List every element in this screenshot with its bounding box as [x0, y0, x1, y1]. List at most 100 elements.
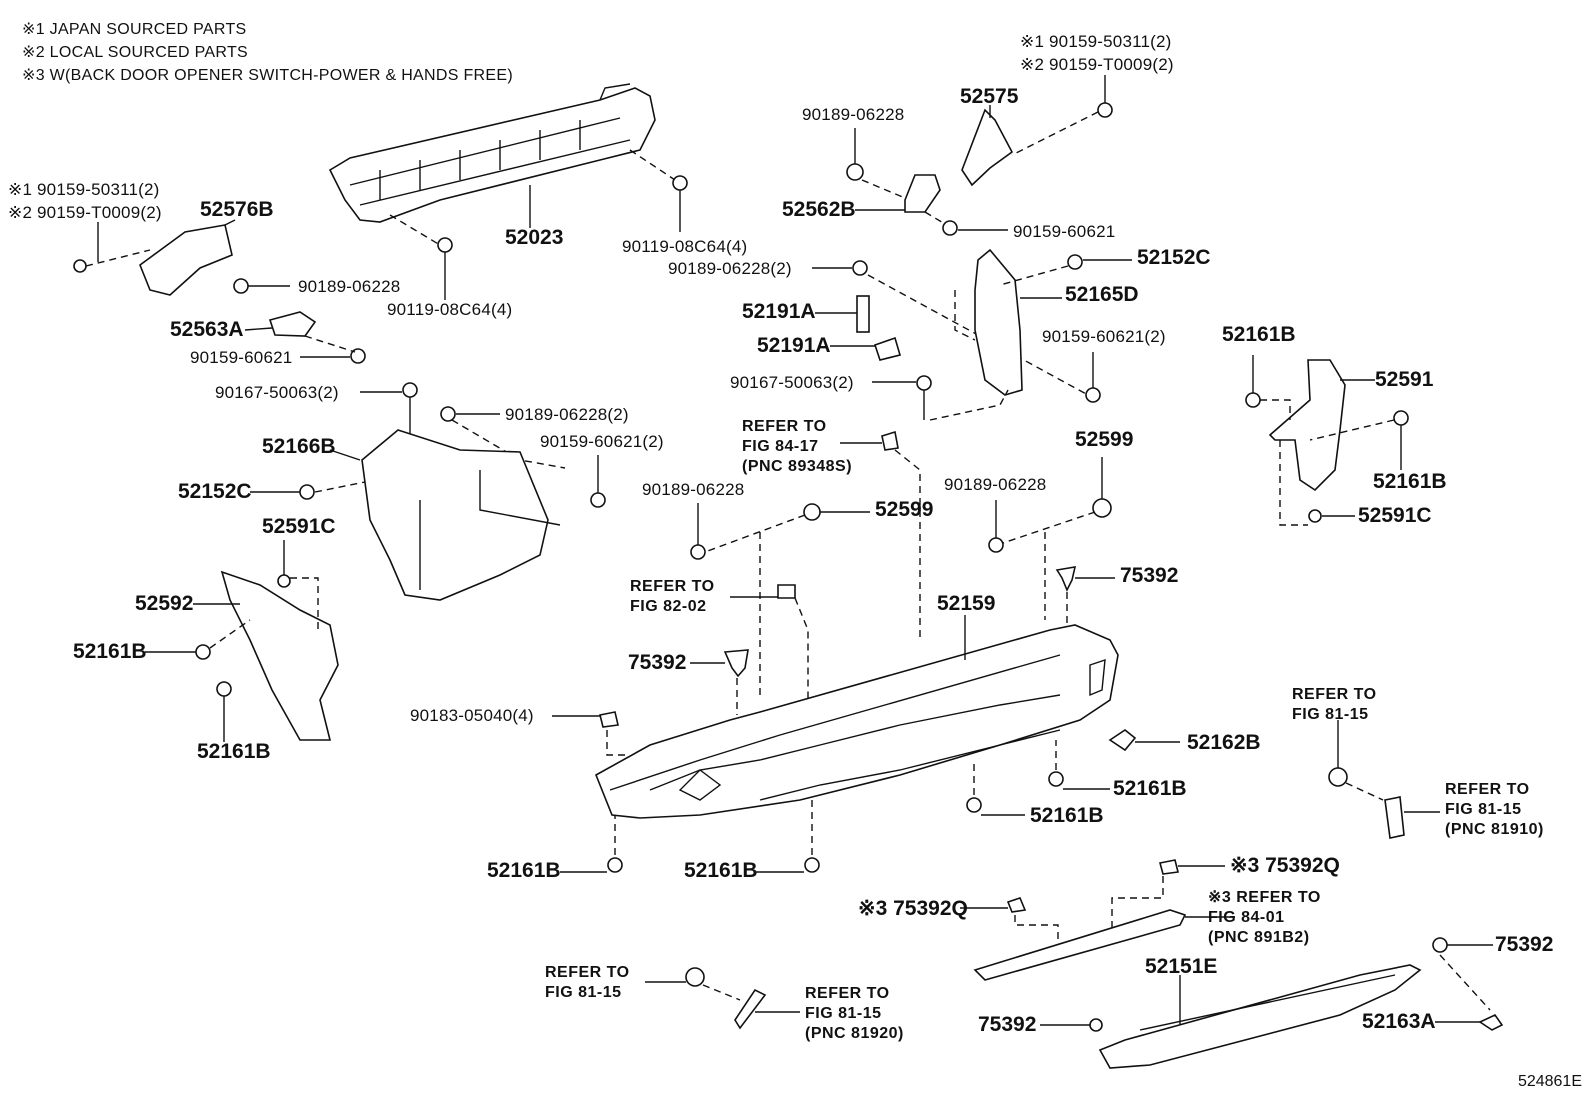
label-52592: 52592 — [135, 592, 194, 615]
clip-52599b — [1092, 498, 1112, 518]
garnish-52151E — [1098, 964, 1422, 1069]
label-90119b: 90119-08C64(4) — [622, 237, 748, 256]
bolt-90119b — [672, 175, 688, 232]
retainer-75392b — [723, 649, 749, 678]
clip-52599a — [803, 503, 821, 521]
label-75392a: 75392 — [1120, 564, 1179, 587]
bracket-52165D — [974, 248, 1023, 396]
bumper-reinforcement-52023 — [328, 83, 656, 223]
ref-fig-84-17: REFER TO FIG 84-17 (PNC 89348S) — [742, 418, 853, 475]
clip-90189b — [440, 406, 456, 422]
leader-52576B — [224, 219, 236, 226]
label-75392d: 75392 — [1495, 933, 1554, 956]
label-52599a: 52599 — [875, 498, 934, 521]
switch-75392Q-b — [1159, 859, 1179, 875]
ref-fig-81-15-pnc-81910: REFER TO FIG 81-15 (PNC 81910) — [1445, 781, 1544, 838]
bolt-90167b — [916, 375, 932, 420]
nut-52591Cb — [1308, 509, 1322, 523]
clip-52161Bd — [966, 797, 982, 813]
label-52161Be: 52161B — [487, 859, 561, 882]
retainer-75392a — [1055, 566, 1077, 592]
label-52591Cb: 52591C — [1358, 504, 1432, 527]
label-90159a: 90159-60621 — [190, 348, 293, 367]
retainer-52563A — [268, 311, 317, 337]
label-52599b: 52599 — [1075, 428, 1134, 451]
extension-52592 — [220, 570, 339, 741]
label-52161Bb: 52161B — [197, 740, 271, 763]
label-90189a: 90189-06228 — [298, 277, 401, 296]
label-90189b: 90189-06228(2) — [505, 405, 629, 424]
label-90189c: 90189-06228 — [802, 105, 905, 124]
ref-fig-81-15-a: REFER TO FIG 81-15 — [1292, 686, 1377, 723]
bracket-52575 — [961, 108, 1014, 187]
ref-fig-81-15-pnc-81920: REFER TO FIG 81-15 (PNC 81920) — [805, 985, 904, 1042]
label-90189e: 90189-06228 — [642, 480, 745, 499]
ref-fig-81-15-b: REFER TO FIG 81-15 — [545, 964, 630, 1001]
note-japan: ※1 JAPAN SOURCED PARTS — [22, 21, 247, 38]
label-90189d: 90189-06228(2) — [668, 259, 792, 278]
label-52562B: 52562B — [782, 198, 856, 221]
label-52151E: 52151E — [1145, 955, 1218, 978]
label-52159: 52159 — [937, 592, 996, 615]
label-90119a: 90119-08C64(4) — [387, 300, 513, 319]
clip-90189c — [846, 163, 864, 181]
label-L1: ※1 90159-50311(2) — [8, 180, 160, 199]
label-90159b: 90159-60621(2) — [540, 432, 664, 451]
switch-ref-891B2 — [973, 909, 1187, 981]
label-52165D: 52165D — [1065, 283, 1139, 306]
label-75392Qa: ※3 75392Q — [858, 897, 968, 920]
bolt-90167a — [402, 382, 418, 440]
label-52163A: 52163A — [1362, 1010, 1436, 1033]
connector-ref-8934 — [881, 430, 899, 451]
clip-52152Ca — [299, 484, 315, 500]
label-L2: ※2 90159-T0009(2) — [8, 203, 162, 222]
bolt-90159c — [942, 220, 958, 236]
label-90167a: 90167-50063(2) — [215, 383, 339, 402]
bolt-90159b — [590, 492, 606, 508]
label-75392b: 75392 — [628, 651, 687, 674]
clip-52161Bc — [1048, 771, 1064, 787]
label-90183: 90183-05040(4) — [410, 706, 534, 725]
retainer-75392c — [1089, 1018, 1103, 1032]
clip-52161Ba — [195, 644, 211, 660]
clamp-ref-8202 — [777, 584, 796, 599]
bolt-90159-left — [73, 259, 87, 273]
legend-notes: ※1 JAPAN SOURCED PARTS ※2 LOCAL SOURCED … — [22, 18, 513, 87]
clip-90189f — [988, 537, 1004, 553]
bolt-90119a — [437, 237, 453, 300]
note-switch: ※3 W(BACK DOOR OPENER SWITCH-POWER & HAN… — [22, 67, 513, 84]
cap-52162B — [1108, 729, 1137, 752]
clip-52163A — [1478, 1013, 1504, 1031]
label-52161Ba: 52161B — [73, 640, 147, 663]
clip-90189a — [233, 278, 249, 294]
label-52576B: 52576B — [200, 198, 274, 221]
leader-90119a — [389, 214, 441, 246]
clip-52161B-r2 — [1393, 410, 1409, 426]
socket-ref-8115a — [1328, 767, 1348, 787]
label-52591Ca: 52591C — [262, 515, 336, 538]
note-local: ※2 LOCAL SOURCED PARTS — [22, 44, 248, 61]
leader-90119b — [629, 149, 676, 181]
label-52166B: 52166B — [262, 435, 336, 458]
label-75392Qb: ※3 75392Q — [1230, 854, 1340, 877]
bracket-52166B — [361, 429, 561, 601]
label-52575: 52575 — [960, 85, 1019, 108]
reflector-ref-81920 — [734, 988, 767, 1030]
leader-bolt-left — [85, 249, 151, 267]
ref-fig-82-02: REFER TO FIG 82-02 — [630, 578, 715, 615]
label-R2: ※2 90159-T0009(2) — [1020, 55, 1174, 74]
pad-52191A-a — [856, 295, 870, 333]
nut-90183 — [599, 711, 619, 728]
label-90167b: 90167-50063(2) — [730, 373, 854, 392]
label-52191Aa: 52191A — [742, 300, 816, 323]
clip-52161B-r1 — [1245, 392, 1261, 408]
clip-52161Bf — [804, 857, 820, 873]
label-75392c: 75392 — [978, 1013, 1037, 1036]
label-52162B: 52162B — [1187, 731, 1261, 754]
clip-90189d — [852, 260, 868, 276]
label-90159c: 90159-60621 — [1013, 222, 1116, 241]
clip-52161Bb — [216, 681, 232, 697]
extension-52591 — [1268, 359, 1346, 492]
label-52191Ab: 52191A — [757, 334, 831, 357]
